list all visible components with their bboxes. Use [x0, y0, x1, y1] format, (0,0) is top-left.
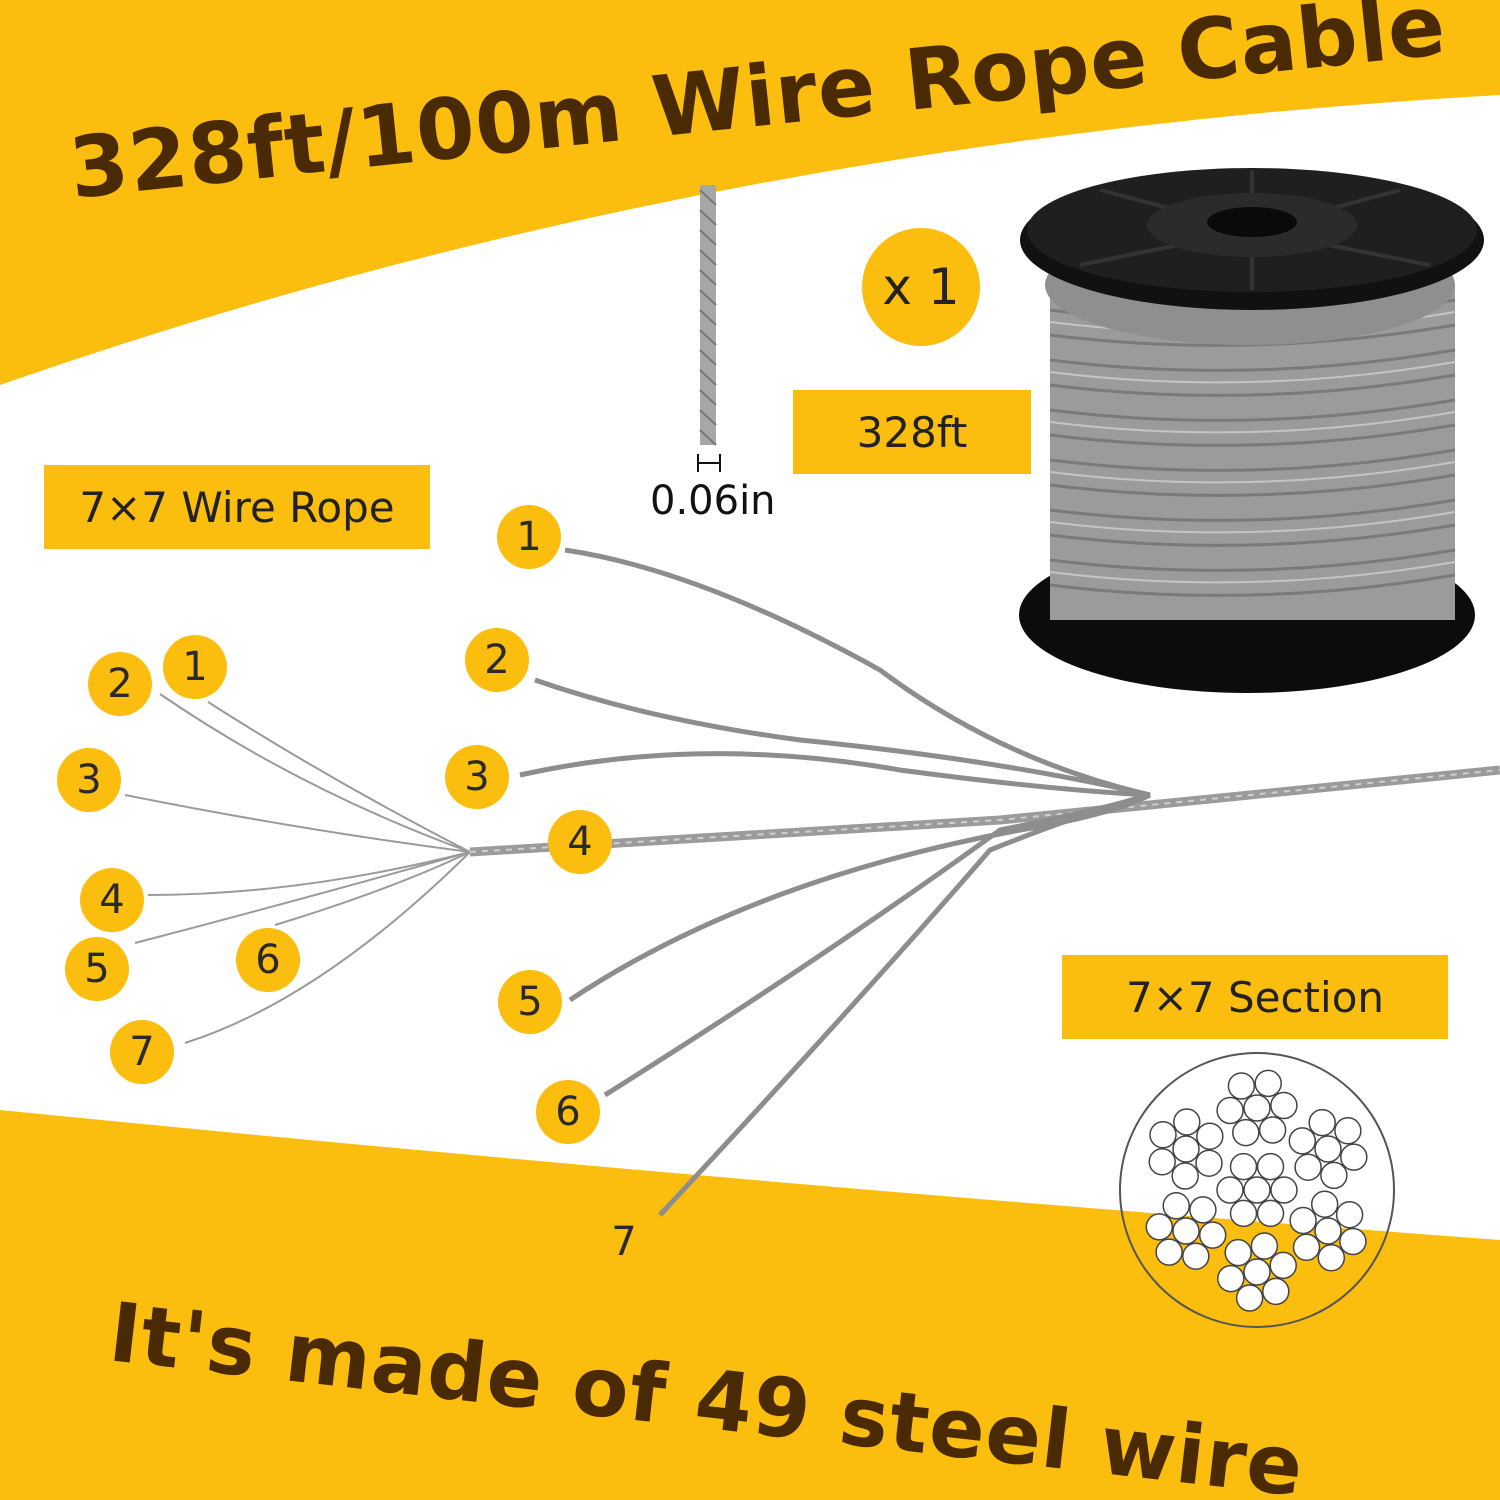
rope-type-tag: 7×7 Wire Rope	[44, 465, 430, 549]
section-wire-6-1	[1243, 1094, 1271, 1122]
section-wire-1-5	[1216, 1176, 1244, 1204]
section-wire-6-3	[1216, 1096, 1244, 1125]
section-wire-4-5	[1162, 1192, 1190, 1220]
left-strand-number-7: 7	[110, 1020, 174, 1084]
section-wire-2-4	[1292, 1233, 1321, 1262]
section-wire-5-3	[1148, 1148, 1176, 1176]
right-strand-number-5: 5	[498, 970, 562, 1034]
section-wire-3-7	[1269, 1251, 1297, 1280]
right-strand-number-6: 6	[536, 1080, 600, 1144]
length-tag: 328ft	[793, 390, 1031, 474]
section-wire-7-6	[1340, 1143, 1368, 1171]
section-wire-4-6	[1189, 1196, 1217, 1224]
top-yellow-band	[0, 0, 1500, 385]
section-wire-6-5	[1254, 1069, 1282, 1098]
section-wire-7-4	[1308, 1108, 1336, 1137]
left-strand-number-1: 1	[163, 635, 227, 699]
right-strand-number-3: 3	[445, 745, 509, 809]
right-strand-fan	[519, 547, 1152, 1217]
section-wire-3-2	[1262, 1277, 1290, 1306]
section-wire-1-3	[1256, 1199, 1285, 1228]
section-wire-1-2	[1270, 1176, 1298, 1204]
section-wire-7-1	[1314, 1135, 1342, 1163]
section-wire-2-1	[1314, 1217, 1342, 1245]
section-wire-7-3	[1288, 1127, 1317, 1155]
section-wire-4-2	[1182, 1242, 1210, 1270]
wire-spool	[1019, 168, 1484, 693]
left-strand-number-5: 5	[65, 937, 129, 1001]
section-wire-1-4	[1229, 1199, 1258, 1228]
bottom-yellow-band	[0, 1110, 1500, 1500]
section-wire-3-1	[1243, 1258, 1271, 1286]
diameter-marker	[697, 454, 721, 472]
section-wire-5-1	[1172, 1135, 1200, 1163]
section-wire-2-5	[1289, 1206, 1317, 1235]
section-wire-4-4	[1145, 1213, 1174, 1241]
quantity-badge: x 1	[862, 228, 980, 346]
section-wire-6-4	[1227, 1072, 1256, 1100]
left-strand-number-6: 6	[236, 928, 300, 992]
section-wire-6-7	[1258, 1116, 1287, 1144]
section-wire-3-4	[1217, 1264, 1245, 1293]
section-wire-7-5	[1334, 1117, 1362, 1145]
section-wire-2-6	[1310, 1190, 1339, 1218]
section-wire-4-1	[1172, 1217, 1200, 1245]
section-wire-5-5	[1173, 1108, 1201, 1136]
section-wire-2-2	[1339, 1227, 1367, 1256]
section-wire-1-7	[1256, 1152, 1285, 1181]
section-wire-1-1	[1243, 1176, 1271, 1204]
section-wire-2-7	[1335, 1200, 1364, 1229]
section-diagram	[1119, 1052, 1395, 1328]
right-strand-number-7: 7	[592, 1210, 656, 1274]
diameter-label: 0.06in	[650, 478, 776, 524]
section-wire-5-6	[1196, 1122, 1224, 1150]
section-wire-5-4	[1149, 1121, 1177, 1149]
section-wire-7-2	[1294, 1153, 1322, 1181]
section-wire-5-7	[1195, 1149, 1223, 1177]
right-strand-number-1: 1	[497, 505, 561, 569]
section-wire-3-6	[1250, 1232, 1279, 1260]
section-wire-3-3	[1235, 1284, 1264, 1312]
section-wire-1-6	[1229, 1152, 1258, 1181]
left-strand-number-2: 2	[88, 652, 152, 716]
section-wire-6-2	[1232, 1118, 1260, 1147]
cable-sample	[699, 185, 717, 446]
section-tag: 7×7 Section	[1062, 955, 1448, 1039]
section-wire-4-3	[1155, 1238, 1183, 1266]
section-wire-2-3	[1317, 1244, 1346, 1272]
section-wire-7-7	[1320, 1161, 1348, 1190]
section-wire-4-7	[1198, 1221, 1227, 1249]
left-strand-number-4: 4	[80, 868, 144, 932]
section-wire-6-6	[1270, 1091, 1298, 1120]
left-strand-number-3: 3	[57, 748, 121, 812]
right-strand-number-4: 4	[548, 810, 612, 874]
section-wire-5-2	[1171, 1162, 1199, 1190]
right-strand-number-2: 2	[465, 628, 529, 692]
section-wire-3-5	[1224, 1238, 1252, 1267]
left-wire-fan	[124, 693, 471, 1044]
